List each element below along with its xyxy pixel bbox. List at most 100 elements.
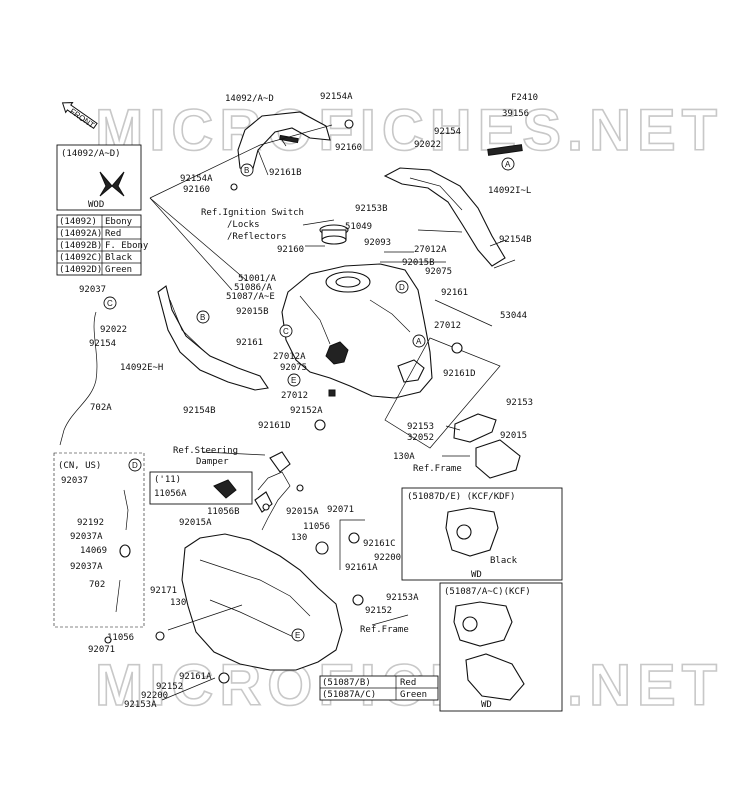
color-code: (14092) [59,217,97,227]
part-label: 51086/A [234,283,273,293]
color-table-top: (14092) Ebony (14092A) Red (14092B) F. E… [56,214,149,276]
callout-b: B [196,310,210,324]
cap-thumbnail-icon [456,524,472,540]
left-side-cowl-part [157,285,269,391]
part-label: 92037A [70,562,103,572]
cowl-thumbnail-icon [99,171,125,197]
cap-thumbnail-icon [462,616,478,632]
part-label: 27012A [414,245,447,255]
part-label: 92154A [180,174,213,184]
fuel-tank-part [281,263,433,399]
inset-kcf-kdf: (51087D/E) (KCF/KDF) Black WD [401,487,563,581]
inset-11: ('11) 11056A [149,471,253,505]
part-label: 27012A [273,352,306,362]
part-label: 92015A [286,507,319,517]
svg-text:D: D [399,283,405,292]
fuel-line-702a [59,311,98,446]
part-label: 92154 [89,339,116,349]
color-code: (14092A) [59,229,102,239]
part-label: 92022 [414,140,441,150]
inset-color: Black [490,556,518,566]
part-label: 14069 [80,546,107,556]
part-label: 92161B [269,168,302,178]
strip-39156-icon [487,144,523,156]
ref-label: /Reflectors [227,232,287,242]
part-label: 27012 [281,391,308,401]
part-label: 92192 [77,518,104,528]
part-label: 92093 [364,238,391,248]
reference-labels: Ref.Ignition Switch /Locks /Reflectors R… [173,208,462,635]
part-label: 11056 [303,522,330,532]
inset-header: (51087D/E) (KCF/KDF) [407,492,515,502]
color-name: Red [105,229,121,239]
callout-c: C [103,296,117,310]
part-label: 11056 [107,633,134,643]
part-label: 92071 [327,505,354,515]
part-label: 51001/A [238,274,277,284]
inset-header: (51087/A~C)(KCF) [444,587,531,597]
color-code: (14092D) [59,265,102,275]
bracket-thumbnail-icon [213,479,237,499]
part-label: 92037 [61,476,88,486]
callout-d: D [128,458,142,472]
part-label: 92071 [88,645,115,655]
part-label: 92153 [407,422,434,432]
callout-e: E [287,373,301,387]
part-label: 92161A [345,563,378,573]
fuel-pump-icon [325,341,349,365]
part-label: 92161 [236,338,263,348]
part-label: 92022 [100,325,127,335]
ref-label: Ref.Steering [173,446,238,456]
ref-label: Ref.Ignition Switch [201,208,304,218]
color-name: Green [400,690,427,700]
part-label: 92161D [258,421,291,431]
color-name: Green [105,265,132,275]
part-label: 92154B [183,406,216,416]
inset-14092-wod: (14092/A~D) WOD [56,144,142,211]
watermark-top: MICROFICHES.NET [95,98,723,163]
part-label: 92200 [374,553,401,563]
svg-text:A: A [505,160,511,169]
part-label: 92153A [386,593,419,603]
hardware-bits [104,119,463,684]
part-label: 92160 [335,143,362,153]
ref-label: Ref.Frame [360,625,409,635]
part-label: 92154 [434,127,461,137]
color-code: (14092C) [59,253,102,263]
inset-region: WOD [88,200,104,210]
part-label: 92075 [280,363,307,373]
part-label: 51087/A~E [226,292,275,302]
part-label: 92152 [365,606,392,616]
color-name: Black [105,253,133,263]
part-label: 92075 [425,267,452,277]
svg-text:E: E [291,376,296,385]
part-label: 92153B [355,204,388,214]
bracket-92015-part [453,413,497,443]
ref-label: Damper [196,457,229,467]
inset-header: (14092/A~D) [61,149,121,159]
front-arrow-icon: FRONT [61,102,98,130]
part-label: 130A [393,452,415,462]
inset-region: WD [481,700,492,710]
ref-label: Ref.Frame [413,464,462,474]
color-table-bottom: (51087/B) Red (51087A/C) Green [319,675,439,701]
inset-region: WD [471,570,482,580]
color-code: (51087A/C) [322,690,376,700]
callout-b: B [240,163,254,177]
part-label: 130 [170,598,186,608]
color-name: Ebony [105,217,133,227]
ref-label: /Locks [227,220,260,230]
part-label: 92152 [156,682,183,692]
inset-kcf: (51087/A~C)(KCF) WD [439,582,563,712]
figure-code: F2410 [511,93,538,103]
part-label: 92161D [443,369,476,379]
part-label: 51049 [345,222,372,232]
svg-text:C: C [283,327,289,336]
part-label: 11056A [154,489,187,499]
part-label: 32052 [407,433,434,443]
callout-e: E [291,628,305,642]
part-label: 14092/A~D [225,94,274,104]
part-label: 702A [90,403,112,413]
upper-cowl-part [237,111,331,173]
